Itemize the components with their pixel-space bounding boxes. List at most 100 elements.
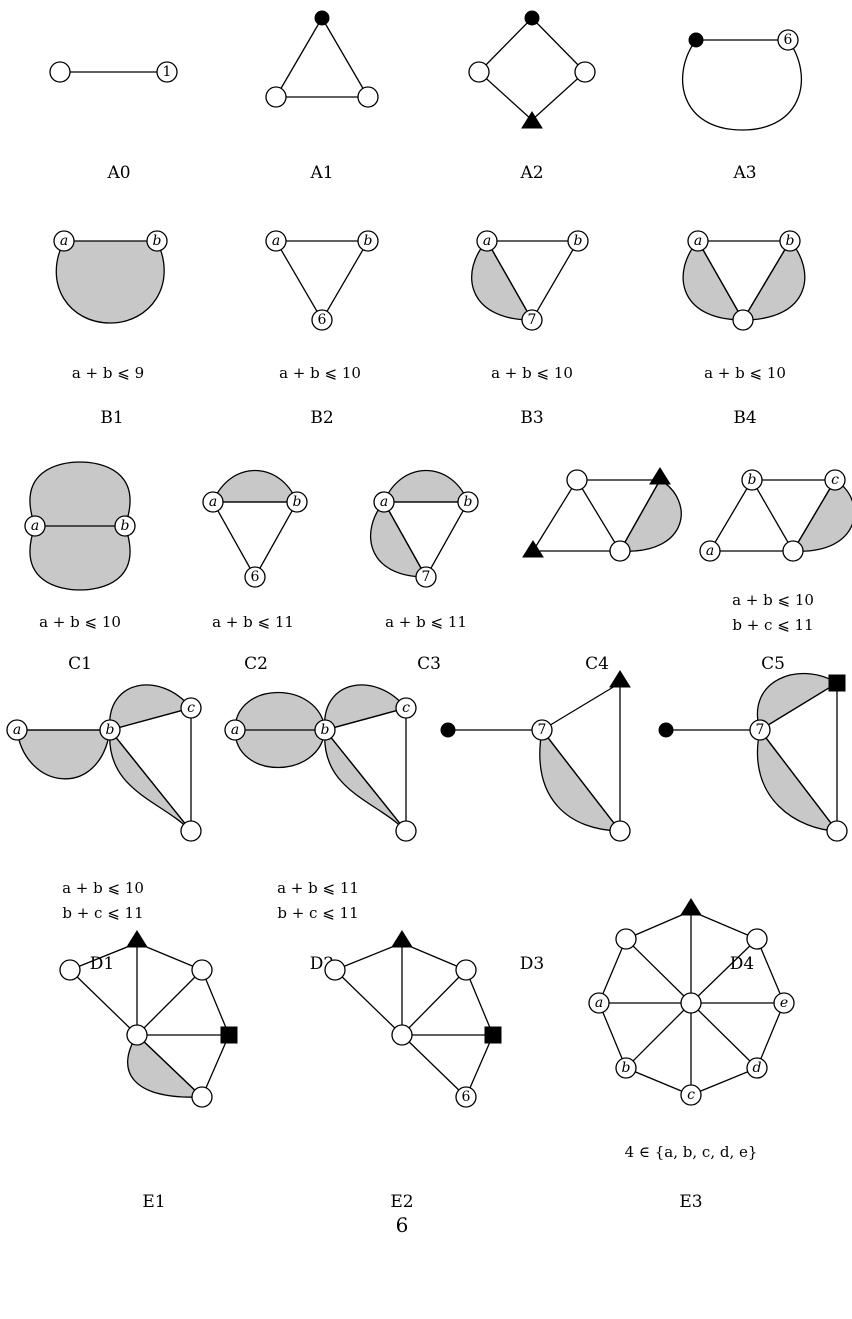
constraint: b + c ⩽ 11 [277,904,358,922]
edge-cycle [485,240,580,322]
constraint: a + b ⩽ 10 [279,364,361,382]
vertex-labeled [286,491,308,513]
vertex [357,86,379,108]
caption-D3: D3 [520,954,544,974]
constraint: a + b ⩽ 11 [277,879,359,897]
constraint: a + b ⩽ 10 [491,364,573,382]
figure-C4 [522,467,682,562]
vertex [324,959,346,981]
edge [69,969,138,1036]
figure-B2: a b 6 [265,230,379,331]
figure-C3: a b 7 [370,469,479,588]
spoke [625,938,692,1004]
triangle-vertex [126,930,148,948]
vertex-labeled [777,29,799,51]
vertex-label: a [694,233,702,249]
edge [465,1034,494,1098]
vertex-labeled [6,719,28,741]
shaded-region [471,239,534,321]
vertex-label: 7 [538,722,547,738]
edge [619,479,661,552]
vertex-label: 1 [163,64,172,80]
vertex-label: c [831,472,839,488]
vertex-labeled [741,469,763,491]
square-vertex [220,1026,238,1044]
triangle-vertex [649,467,671,485]
edge [792,479,836,552]
shaded-region [370,500,428,578]
center-vertex [126,1024,148,1046]
figure-A1 [265,10,379,108]
vertex-label: a [706,543,714,559]
caption-B2: B2 [310,408,333,428]
figure-D4: 7 [658,672,848,842]
vertex [732,309,754,331]
constraint: a + b ⩽ 10 [62,879,144,897]
caption-A2: A2 [519,163,543,183]
shaded-region [741,239,806,321]
edge [275,17,323,98]
vertex-labeled [156,61,178,83]
vertex-label: b [574,233,583,249]
figure-E2: 6 [324,930,502,1108]
center-vertex [391,1024,413,1046]
shaded-region [757,672,839,731]
triangle-vertex [521,111,543,129]
vertex-labeled [476,230,498,252]
vertex-label: b [786,233,795,249]
triangle-vertex [522,540,544,558]
spoke [690,938,758,1004]
vertex-label: a [209,494,217,510]
vertex [59,959,81,981]
vertex-labeled [455,1086,477,1108]
vertex-label: c [402,700,410,716]
vertex-label: b [748,472,757,488]
figure-E1 [59,930,238,1108]
vertex-labeled [699,540,721,562]
shaded-region [16,729,111,780]
black-vertex [314,10,330,26]
edge [532,479,578,552]
caption-A3: A3 [732,163,756,183]
constraint: b + c ⩽ 11 [732,616,813,634]
vertex [191,959,213,981]
figure-E3: e d c b a [588,898,795,1106]
caption-A0: A0 [106,163,130,183]
vertex-label: 6 [784,32,793,48]
constraint: a + b ⩽ 9 [72,364,144,382]
vertex [574,61,596,83]
vertex-label: 6 [318,312,327,328]
vertex-label: 6 [251,569,260,585]
vertex-labeled [24,515,46,537]
vertex-labeled [224,719,246,741]
edge-cycle [382,501,470,579]
center-vertex [680,992,702,1014]
vertex-labeled [314,719,336,741]
vertex [265,86,287,108]
edge-cycle [696,240,792,322]
caption-A1: A1 [309,163,333,183]
vertex-label: b [293,494,302,510]
caption-C1: C1 [68,654,92,674]
vertex [395,820,417,842]
caption-C3: C3 [417,654,441,674]
edge [69,942,138,971]
vertex-labeled [680,1084,702,1106]
vertex-label: a [595,995,603,1011]
caption-B4: B4 [733,408,756,428]
vertex-label: a [13,722,21,738]
vertex-label: b [153,233,162,249]
vertex [180,820,202,842]
edge [136,1034,203,1098]
shaded-region [791,479,852,552]
figure-B3: a b 7 [471,230,589,331]
shaded-region [212,469,298,503]
vertex [566,469,588,491]
triangle-vertex [391,930,413,948]
vertex-label: a [380,494,388,510]
vertex-labeled [311,309,333,331]
spoke [625,1002,692,1069]
vertex-label: 7 [422,569,431,585]
edge [201,1034,230,1098]
